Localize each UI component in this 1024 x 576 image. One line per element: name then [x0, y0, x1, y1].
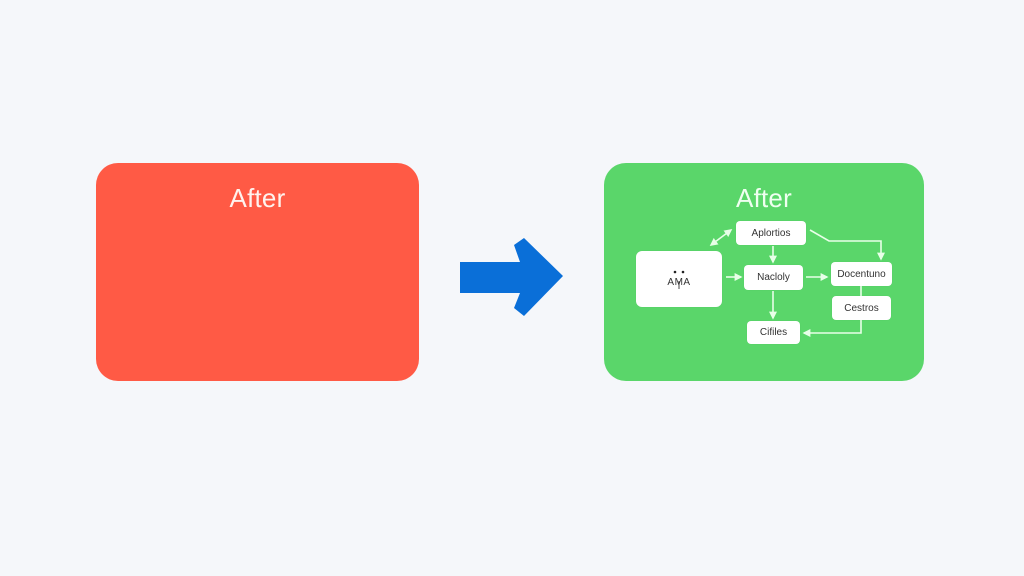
- right-arrow-icon: [460, 238, 563, 316]
- before-panel: After: [96, 163, 419, 381]
- node-label: Docentuno: [837, 268, 886, 280]
- node-label: Nacloly: [757, 272, 790, 283]
- main-node-label: AMA: [667, 276, 691, 288]
- node-label: Cifiles: [759, 327, 788, 338]
- node-docentuno: Docentuno: [831, 262, 892, 286]
- diagram-main-node: AMA: [636, 251, 722, 307]
- node-cestros: Cestros: [832, 296, 891, 320]
- before-panel-title: After: [229, 183, 286, 213]
- node-aplortios: Aplortios: [736, 221, 806, 245]
- node-nacloly: Nacloly: [744, 265, 803, 290]
- face-icon: [673, 270, 685, 289]
- node-label: Cestros: [844, 302, 879, 314]
- node-cifiles: Cifiles: [747, 321, 800, 344]
- after-panel-title: After: [736, 183, 792, 213]
- node-label: Aplortios: [751, 227, 791, 239]
